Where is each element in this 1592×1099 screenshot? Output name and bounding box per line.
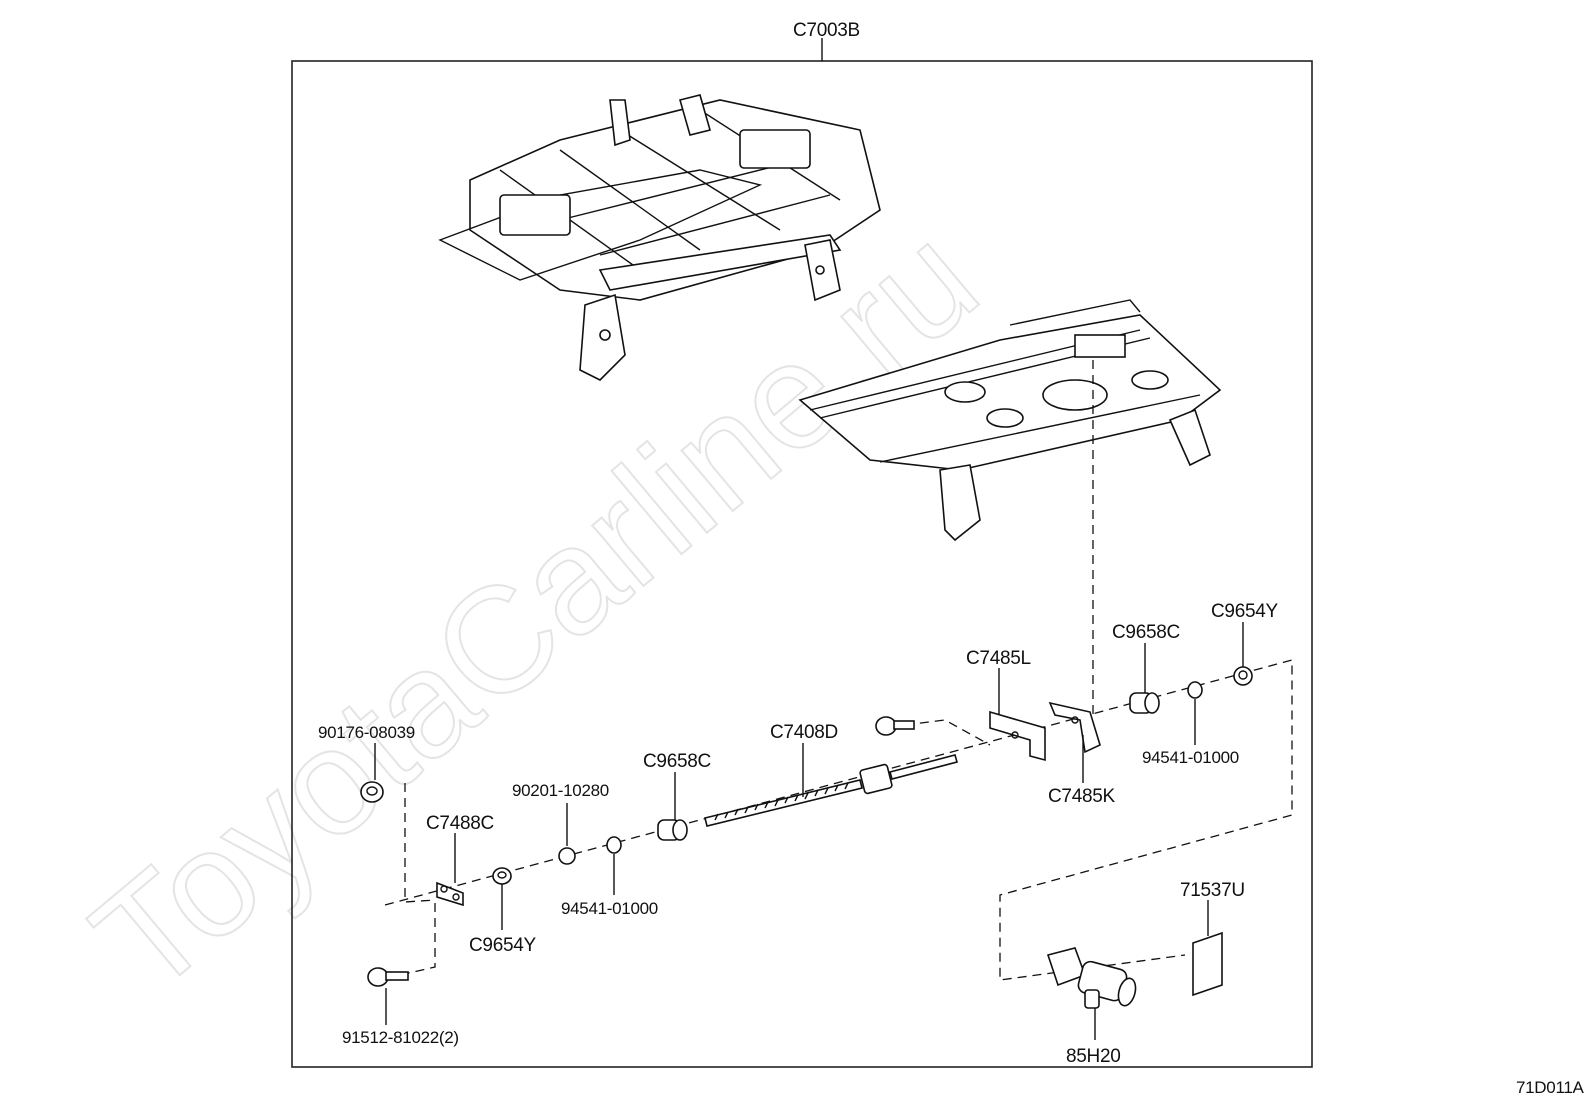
plate-c7488c [436,881,464,907]
lower-bolt-line [399,903,436,976]
washer-94541-right [1187,681,1203,699]
bracket-c7485k [1048,701,1101,754]
label-c9654y-right: C9654Y [1211,601,1278,622]
bolt-91512 [367,967,409,987]
label-c7488c: C7488C [426,813,494,834]
label-c9658c-left: C9658C [643,751,711,772]
seat-adjuster-base-plate [798,299,1222,542]
bushing-c9654y-right [1233,666,1253,686]
bolt-to-bracket-line [904,719,991,746]
label-91512: 91512-81022(2) [342,1028,459,1047]
label-c7485k: C7485K [1048,786,1115,807]
screw-shaft-c7408d [704,754,958,827]
watermark: ToyotaCarline.ru [63,194,1008,1025]
bushing-c9658c-right [1129,692,1160,714]
motor-85h20 [1046,947,1137,1009]
label-c9658c-right: C9658C [1112,622,1180,643]
bushing-c9658c-left [657,819,688,841]
label-71537u: 71537U [1180,880,1245,901]
label-sheet-71537u [1192,931,1223,997]
seat-adjuster-upper-frame [438,94,881,381]
bushing-c9654y-left [492,867,512,885]
label-c7485l: C7485L [966,648,1031,669]
bolt-bracket [875,716,915,736]
label-85h20: 85H20 [1066,1046,1121,1067]
washer-94541-left [606,836,622,854]
label-94541-left: 94541-01000 [561,899,658,918]
bracket-c7485l [989,710,1046,762]
nut-90176 [360,781,384,803]
assembly-label: C7003B [793,20,860,41]
assembly-frame [291,60,1313,1068]
label-90201: 90201-10280 [512,781,609,800]
label-90176: 90176-08039 [318,723,415,742]
label-c9654y-left: C9654Y [469,935,536,956]
diagram-code: 71D011A [1516,1078,1584,1097]
washer-90201 [558,847,576,865]
left-bolt-group-line [404,783,436,903]
label-94541-right: 94541-01000 [1142,748,1239,767]
label-c7408d: C7408D [770,722,838,743]
